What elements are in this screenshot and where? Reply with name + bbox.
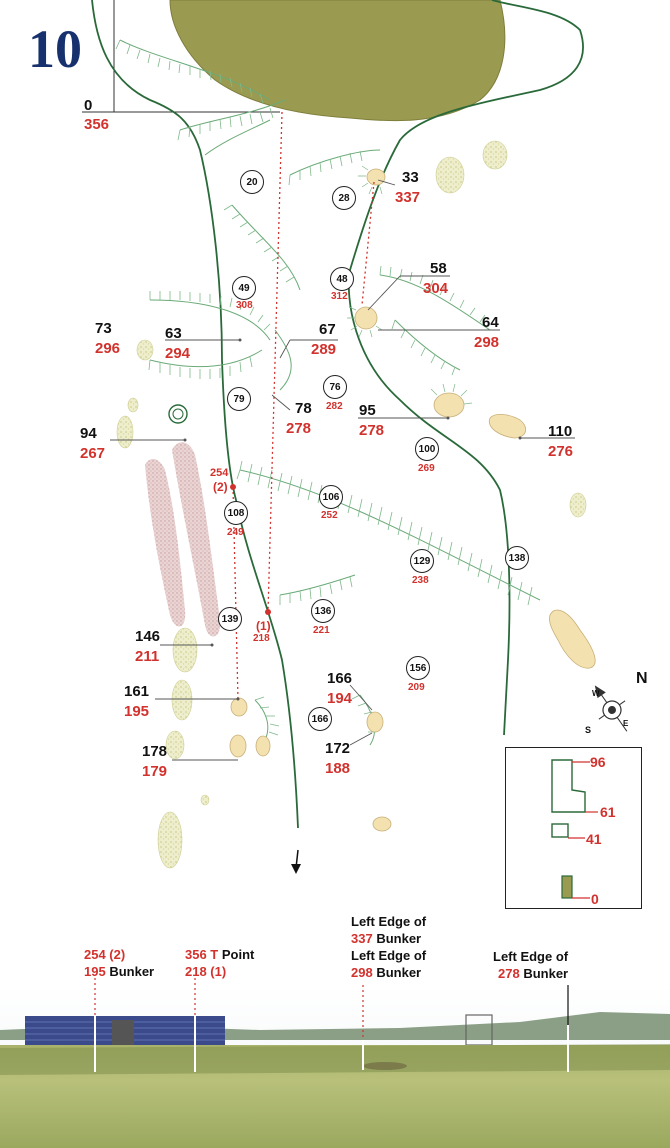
target-id: 178 xyxy=(142,743,168,760)
target-id: 67 xyxy=(319,321,336,338)
target-id: 95 xyxy=(359,402,376,419)
compass-rose xyxy=(594,685,628,732)
target-id: 33 xyxy=(402,169,419,186)
panorama-caption: Left Edge of 337 Bunker Left Edge of 298… xyxy=(351,913,426,981)
caption-black: Bunker xyxy=(105,964,155,979)
caption-red: 337 xyxy=(351,931,373,946)
target-id: 146 xyxy=(135,628,161,645)
caption-red: 254 (2) xyxy=(84,947,126,962)
distance-marker: 48 xyxy=(330,267,354,291)
distance-marker: 100 xyxy=(415,437,439,461)
caption-red: 298 xyxy=(351,965,373,980)
target-id: 172 xyxy=(325,740,351,757)
target-id: 63 xyxy=(165,325,182,342)
target-yards: 211 xyxy=(135,648,160,665)
tee-label: 0 xyxy=(84,97,93,114)
target-id: 73 xyxy=(95,320,112,337)
small-yardage: 252 xyxy=(321,510,338,521)
distance-marker: 49 xyxy=(232,276,256,300)
heather-right xyxy=(172,442,221,637)
distance-marker: 20 xyxy=(240,170,264,194)
target-yards: 278 xyxy=(359,422,385,439)
small-yardage: 249 xyxy=(227,527,244,538)
marker-2-yards: 254 xyxy=(210,467,229,479)
panorama-caption: Left Edge of 278 Bunker xyxy=(493,948,568,982)
small-yardage: 221 xyxy=(313,625,330,636)
distance-marker: 108 xyxy=(224,501,248,525)
caption-black: Bunker xyxy=(519,966,569,981)
compass-east: E xyxy=(623,719,629,728)
small-yardage: 312 xyxy=(331,291,348,302)
caption-red: 195 xyxy=(84,964,106,979)
fairway-left-line xyxy=(91,0,299,829)
target-yards: 267 xyxy=(80,445,106,462)
distance-marker: 138 xyxy=(505,546,529,570)
target-yards: 289 xyxy=(311,341,337,358)
panorama-caption: 356 T Point 218 (1) xyxy=(185,946,254,980)
distance-marker: 76 xyxy=(323,375,347,399)
panorama-photo xyxy=(0,978,670,1148)
compass-south: S xyxy=(585,725,592,735)
caption-black: Bunker xyxy=(372,931,422,946)
small-yardage: 282 xyxy=(326,401,343,412)
panorama-caption: 254 (2) 195 Bunker xyxy=(84,946,154,980)
compass-north: N xyxy=(636,670,648,687)
distance-marker: 106 xyxy=(319,485,343,509)
green-depth: 61 xyxy=(600,804,616,820)
small-yardage: 218 xyxy=(253,633,270,644)
distance-marker: 156 xyxy=(406,656,430,680)
caption-black: Bunker xyxy=(372,965,422,980)
target-id: 58 xyxy=(430,260,447,277)
caption-red: 218 (1) xyxy=(185,964,227,979)
distance-marker: 136 xyxy=(311,599,335,623)
distance-marker: 28 xyxy=(332,186,356,210)
distance-marker: 166 xyxy=(308,707,332,731)
small-yardage: 209 xyxy=(408,682,425,693)
caption-black: Left Edge of xyxy=(351,948,427,963)
green-diagram xyxy=(505,747,642,909)
target-id: 166 xyxy=(327,670,353,687)
target-id: 78 xyxy=(295,400,312,417)
small-yardage: 308 xyxy=(236,300,253,311)
green-depth: 41 xyxy=(586,831,602,847)
caption-red: 278 xyxy=(498,966,520,981)
small-yardage: 269 xyxy=(418,463,435,474)
tee-yards: 356 xyxy=(84,116,110,133)
target-id: 94 xyxy=(80,425,97,442)
target-yards: 194 xyxy=(327,690,353,707)
target-id: 64 xyxy=(482,314,499,331)
target-yards: 276 xyxy=(548,443,574,460)
target-yards: 294 xyxy=(165,345,191,362)
caption-black: Left Edge of xyxy=(493,949,569,964)
target-yards: 296 xyxy=(95,340,121,357)
small-yardage: 238 xyxy=(412,575,429,586)
target-id: 161 xyxy=(124,683,150,700)
target-yards: 298 xyxy=(474,334,500,351)
distance-marker: 139 xyxy=(218,607,242,631)
green-depth: 0 xyxy=(591,891,599,907)
caption-black: Point xyxy=(218,947,255,962)
compass-west: W xyxy=(592,689,600,698)
target-yards: 304 xyxy=(423,280,449,297)
caption-red: 356 T xyxy=(185,947,219,962)
marker-1-tag: (1) xyxy=(256,619,271,633)
green-depth: 96 xyxy=(590,754,606,770)
target-yards: 337 xyxy=(395,189,421,206)
target-yards: 188 xyxy=(325,760,351,777)
heather-left xyxy=(145,458,186,627)
target-yards: 278 xyxy=(286,420,312,437)
hole-number: 10 xyxy=(28,19,82,79)
target-id: 110 xyxy=(548,423,573,440)
caption-black: Left Edge of xyxy=(351,914,427,929)
olive-area xyxy=(169,0,506,122)
distance-marker: 79 xyxy=(227,387,251,411)
target-yards: 195 xyxy=(124,703,150,720)
target-yards: 179 xyxy=(142,763,168,780)
distance-marker: 129 xyxy=(410,549,434,573)
marker-2-tag: (2) xyxy=(213,480,228,494)
